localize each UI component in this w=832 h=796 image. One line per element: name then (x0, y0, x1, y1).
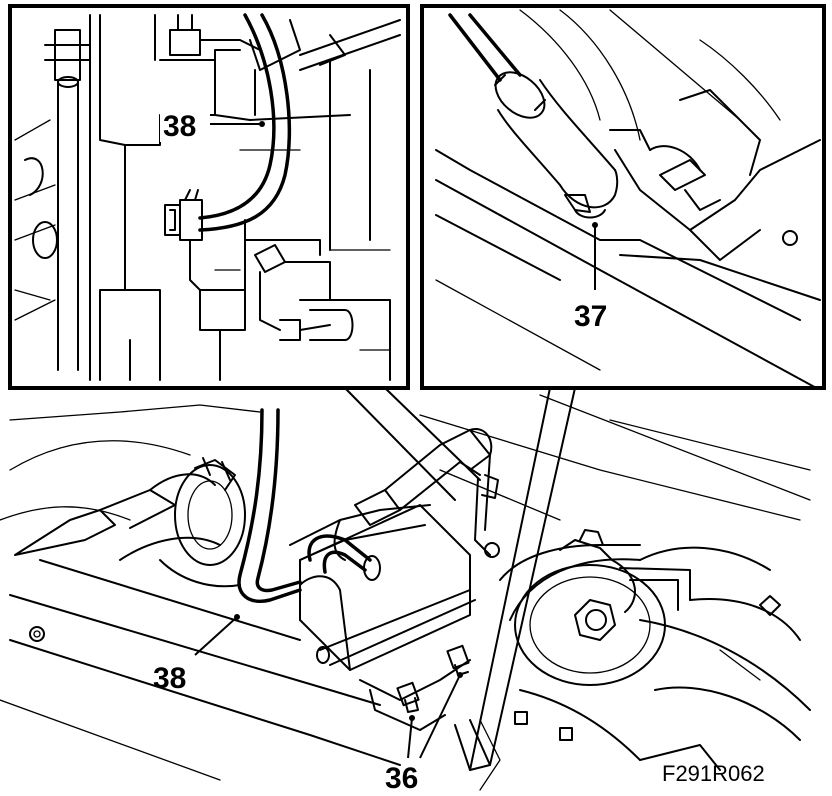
main-callout-36: 36 (385, 762, 418, 795)
inset-callout-38: 38 (163, 110, 196, 143)
inset-right-frame (420, 4, 826, 390)
main-callouts: 38 36 (153, 614, 463, 795)
figure-code: F291R062 (662, 761, 765, 786)
main-scene (0, 394, 811, 791)
inset-callout-37: 37 (574, 300, 607, 333)
inset-left: 38 (8, 4, 410, 390)
inset-right: 37 (420, 4, 826, 390)
main-callout-38: 38 (153, 662, 186, 695)
inset-left-frame (8, 4, 410, 390)
inset-leaders (344, 387, 576, 771)
